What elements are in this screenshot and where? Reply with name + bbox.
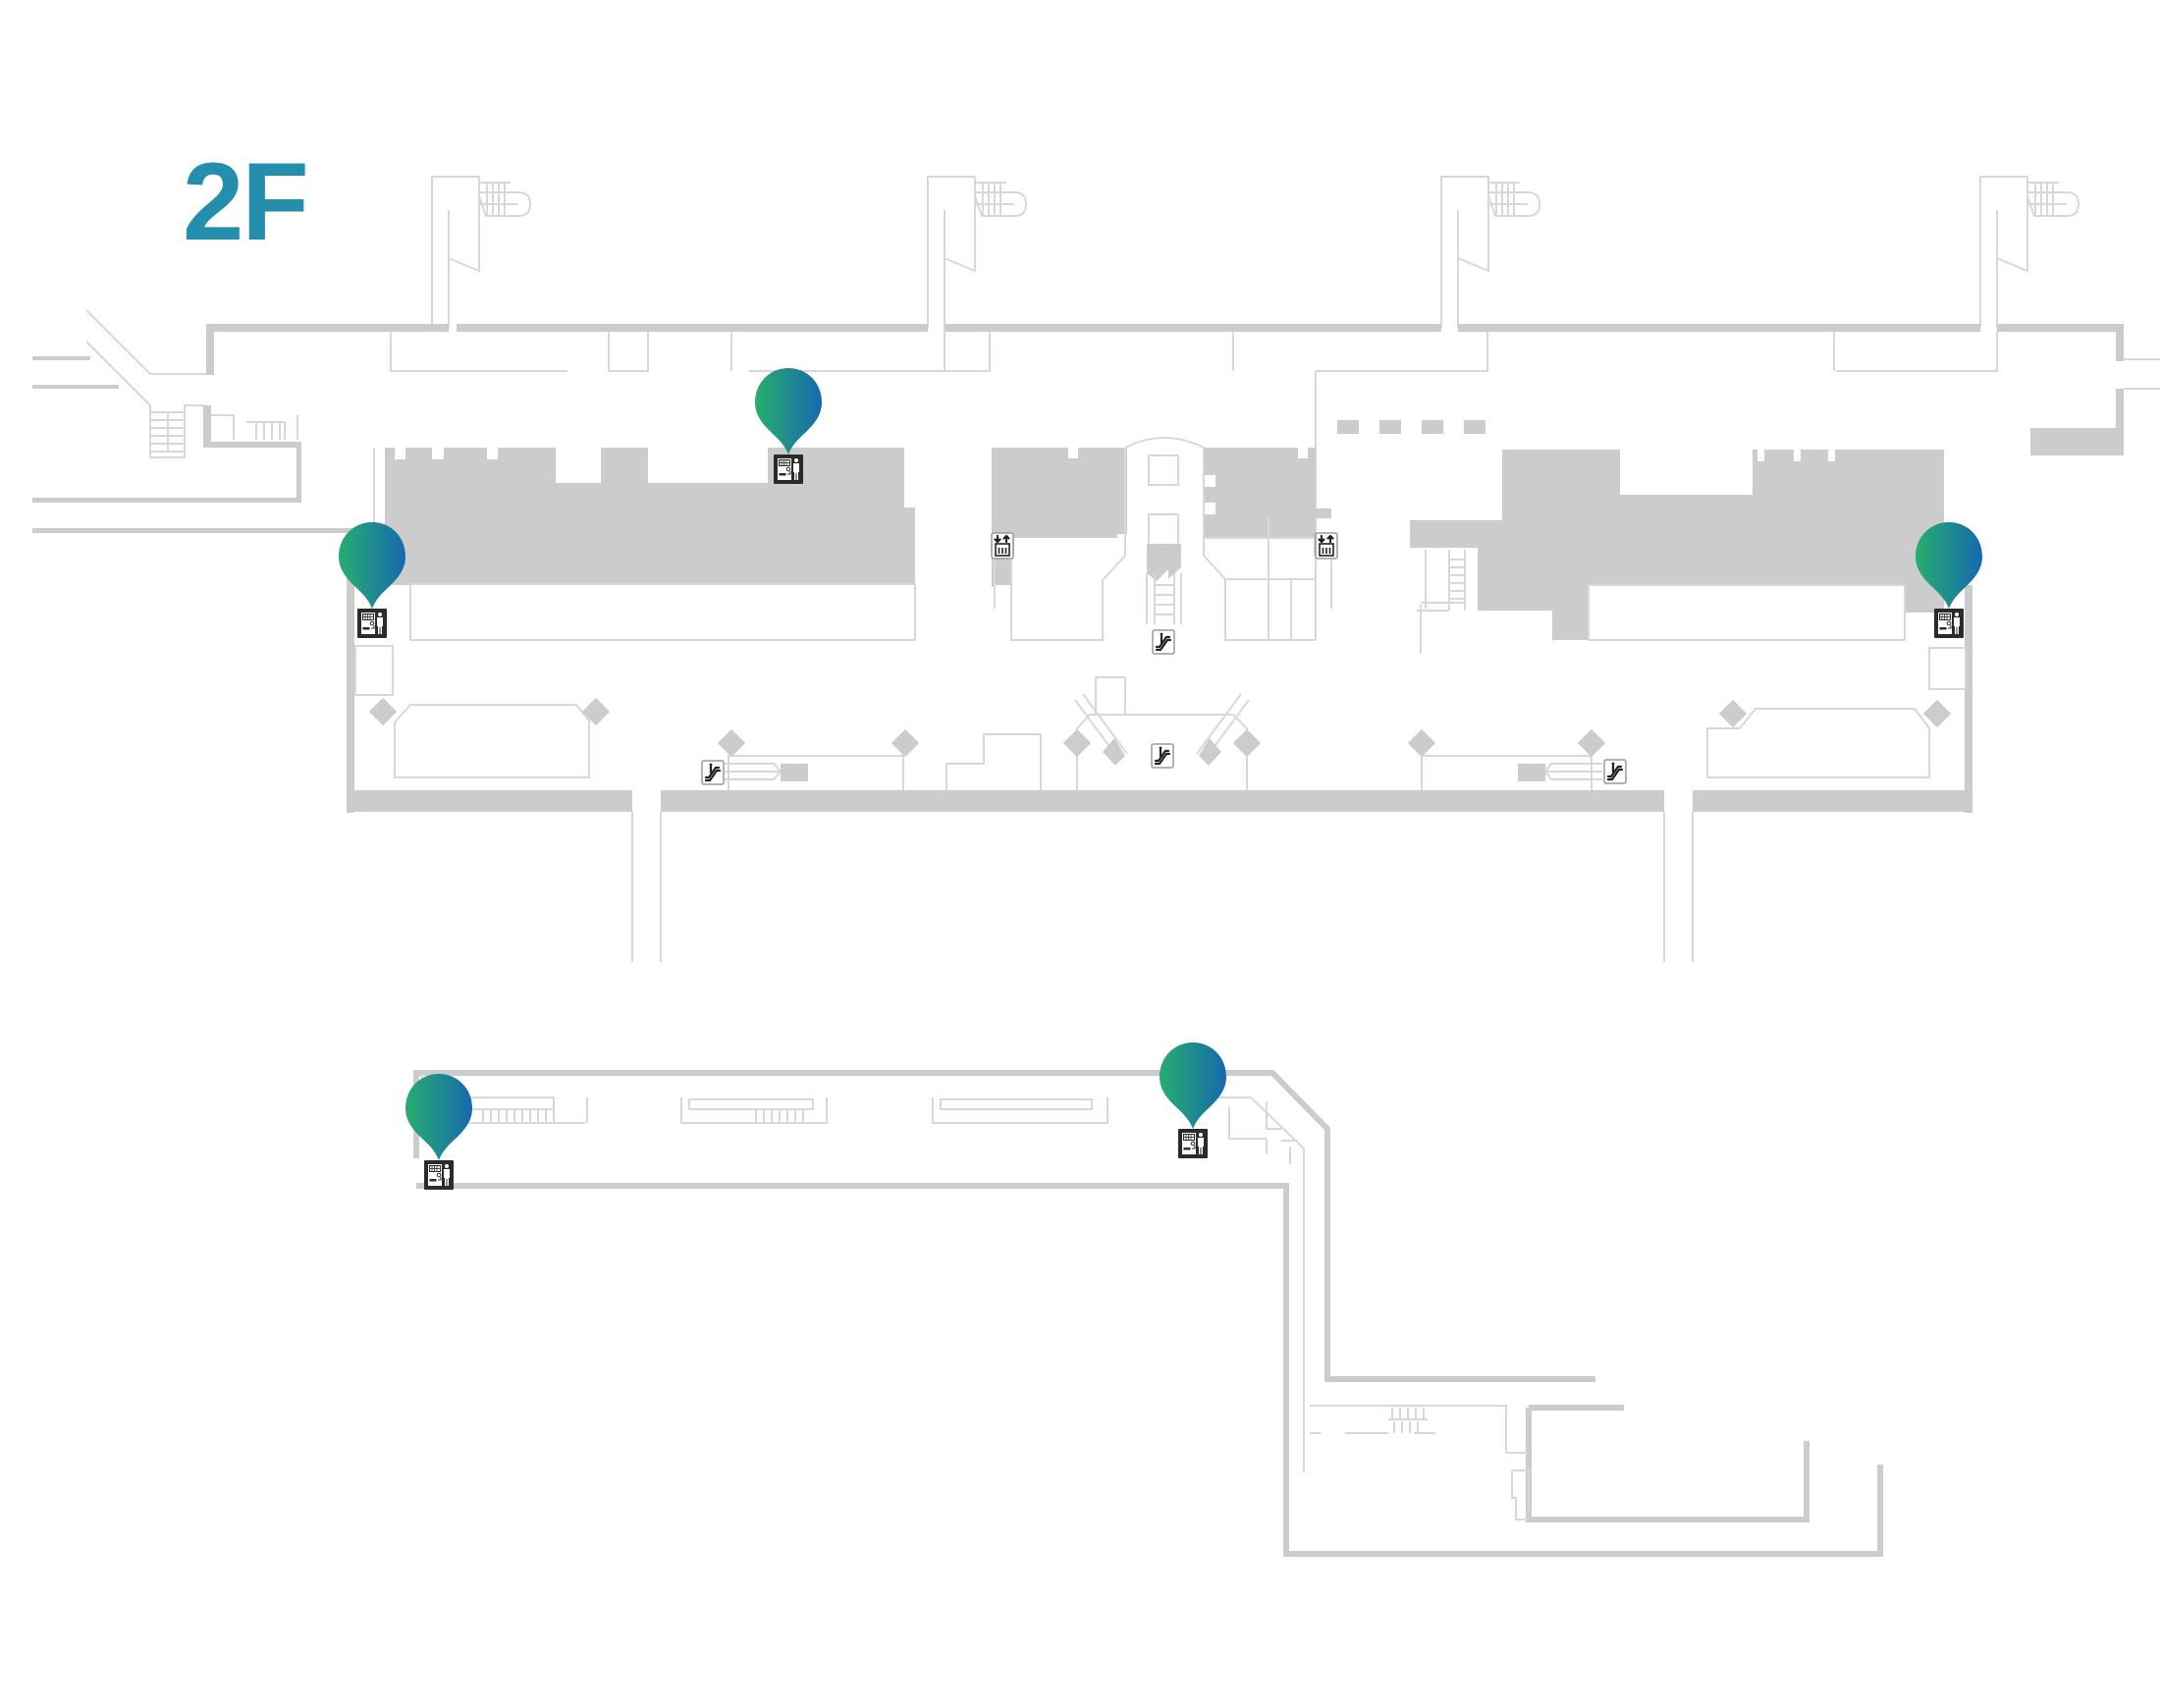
west-retail-block: [347, 448, 916, 813]
ticket-machine-icon: [1177, 1128, 1209, 1159]
terminal-south-frontage: [347, 676, 1972, 962]
ticket-machine-icon: [773, 454, 804, 485]
floor-label: 2F: [183, 140, 309, 263]
gate-pier-4: [1979, 176, 2080, 328]
gate-pier-2: [927, 176, 1028, 328]
west-connector: [32, 309, 371, 533]
gate-pier-3: [1440, 176, 1541, 328]
escalator-icon: [1602, 758, 1628, 785]
ticket-machine-icon: [356, 608, 388, 639]
terminal-walls: [206, 324, 2160, 640]
elevator-icon: [1314, 531, 1339, 560]
gate-piers: [431, 176, 2080, 328]
ticket-machine-icon: [1933, 608, 1965, 639]
central-core: [992, 437, 1332, 641]
escalator-icon: [1151, 628, 1176, 656]
gate-pier-1: [431, 176, 532, 328]
east-retail-block: [1410, 450, 1972, 813]
map-pin-ticket-machine-1[interactable]: [755, 368, 822, 485]
ticket-machine-markers: [339, 368, 1982, 1191]
map-pin-ticket-machine-2[interactable]: [339, 522, 405, 639]
map-pin-ticket-machine-4[interactable]: [405, 1074, 472, 1191]
ticket-machine-icon: [423, 1159, 455, 1191]
escalator-icon: [700, 759, 726, 786]
elevator-icon: [990, 531, 1015, 560]
map-pin-ticket-machine-5[interactable]: [1160, 1042, 1226, 1159]
south-corridor: [413, 1070, 1883, 1557]
map-pin-ticket-machine-3[interactable]: [1916, 522, 1982, 639]
escalator-icon: [1150, 742, 1175, 770]
